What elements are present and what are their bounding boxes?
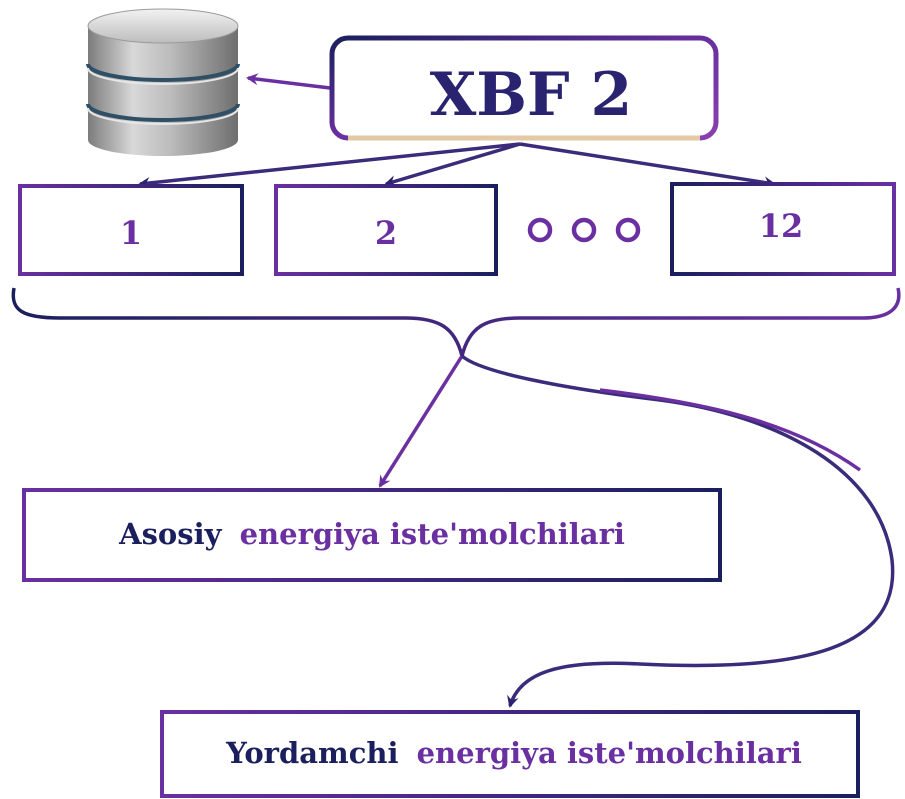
arrow-to-auxiliary-consumers: [460, 354, 895, 708]
main-consumers-first-word: Asosiy: [118, 517, 223, 551]
root-node: XBF 2: [329, 35, 719, 141]
unit-box-12: 12: [670, 182, 896, 276]
arrow-root-to-unit-12: [519, 142, 776, 189]
unit-box-2: 2: [274, 184, 498, 276]
unit-box-1: 1: [18, 184, 244, 276]
root-node-label: XBF 2: [430, 60, 633, 130]
main-consumers-label: Asosiy energiya iste'molchilari: [118, 517, 625, 551]
auxiliary-consumers-label: Yordamchi energiya iste'molchilari: [225, 736, 802, 770]
auxiliary-consumers-rest: energiya iste'molchilari: [417, 736, 802, 770]
database-icon: [86, 8, 240, 156]
ellipsis-dot: [571, 217, 597, 243]
ellipsis-circles: [527, 217, 641, 243]
unit-label-1: 1: [120, 214, 142, 252]
grouping-bracket: [11, 287, 901, 357]
arrow-root-to-unit-2: [384, 142, 521, 187]
ellipsis-dot: [615, 217, 641, 243]
arrow-root-to-unit-1: [138, 142, 521, 189]
unit-label-12: 12: [759, 207, 804, 245]
ellipsis-dot: [527, 217, 553, 243]
unit-label-2: 2: [375, 214, 397, 252]
arrow-to-main-consumers: [378, 355, 464, 488]
main-consumers-rest: energiya iste'molchilari: [240, 517, 625, 551]
main-consumers-box: Asosiy energiya iste'molchilari: [22, 488, 722, 582]
auxiliary-consumers-box: Yordamchi energiya iste'molchilari: [160, 710, 860, 798]
arrow-root-to-database: [246, 73, 331, 90]
auxiliary-consumers-first-word: Yordamchi: [225, 736, 398, 770]
